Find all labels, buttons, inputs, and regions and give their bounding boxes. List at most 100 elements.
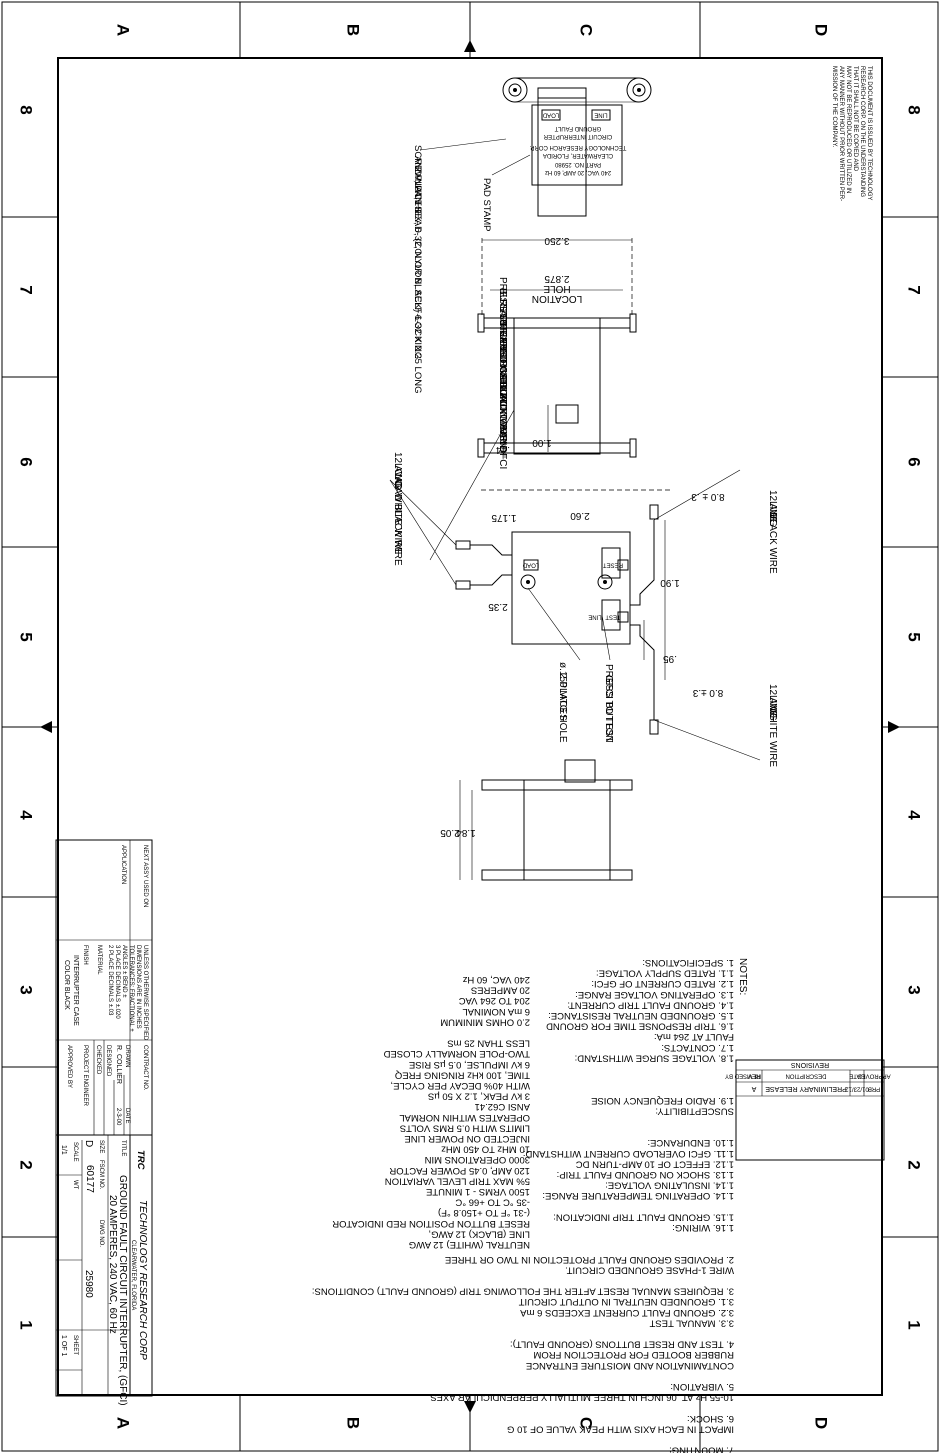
drawn-date: 2-3-00: [115, 1108, 121, 1126]
note-line: 1.2. RATED CURRENT OF GFCI:: [591, 978, 734, 989]
line-white-wire: [630, 624, 655, 720]
reset-button[interactable]: [601, 547, 621, 579]
mtg-hole-note: ø.150 MTG HOLE: [557, 662, 568, 743]
note-value: LESS THAN 25 mS: [447, 1038, 530, 1049]
test-note-line: PRESS TO TEST: [603, 664, 614, 742]
note-value: 6 kV IMPULSE, 0.5 µS RISE: [409, 1059, 530, 1070]
note-value: -35 °C TO +66 °C: [455, 1197, 530, 1208]
line-white-label: WHITE WIRE: [767, 706, 778, 767]
reset-button-side: [555, 404, 579, 424]
note-line: 6. SHOCK:: [687, 1413, 734, 1424]
front-view-body: [511, 531, 631, 645]
mtg-hole-note: 2 PLACES: [557, 673, 568, 721]
note-line: 1.5. GROUNDED NEUTRAL RESISTANCE:: [548, 1010, 734, 1021]
note-line: 3.2. GROUND FAULT CURRENT EXCEEDS 6 mA: [520, 1307, 734, 1318]
test-note-line: GFCI BUTTON: [603, 675, 614, 743]
note-value: 3 kV PEAK, 1.2 X 50 µS: [428, 1091, 530, 1102]
dim-hole-label: HOLE: [543, 283, 571, 294]
drawn-by: R. COLLIER: [115, 1045, 122, 1084]
zone-col-1-top: 1: [905, 1320, 924, 1329]
zone-row-b-left: B: [344, 24, 363, 36]
reset-note-line: TRIP INDICATION: [497, 321, 508, 403]
revisions-header: REVISED BY: [725, 1072, 761, 1078]
checked-label: CHECKED: [95, 1045, 101, 1075]
note-value: 3000 OPERATIONS MIN: [424, 1154, 530, 1165]
front-test-tag: TEST: [605, 613, 621, 619]
dim-3250: 3.250: [544, 235, 569, 246]
side-view: 3.250 2.875 HOLE LOCATION 1.00 .44 PRESS…: [429, 235, 637, 561]
dim-184: 1.84: [456, 827, 476, 838]
front-line-tag: LINE: [588, 613, 601, 619]
finish-line: COLOR BLACK: [63, 960, 70, 1010]
note-value: TIME, 100 kHz RINGING FREQ: [395, 1069, 530, 1080]
load-wire-label: LOAD WHITE WIRE: [392, 463, 403, 554]
top-view: LINE LOAD GROUND FAULT CIRCUIT INTERRUPT…: [412, 77, 652, 393]
note-value: 10 MHz TO 450 MHz: [441, 1144, 530, 1155]
note-line: 3. REQUIRES MANUAL RESET AFTER THE FOLLO…: [312, 1286, 734, 1297]
line-black-wire: [630, 520, 655, 606]
zone-row-a-left: A: [114, 24, 133, 36]
zone-col-7-bottom: 7: [17, 285, 36, 294]
drawn-label: DRAWN: [124, 1045, 130, 1067]
disclaimer-line: THAT IT SHALL NOT BE COPIED AND: [852, 66, 858, 172]
end-view-body: [523, 779, 611, 881]
note-line: 1.9. RADIO FREQUENCY NOISE: [591, 1095, 734, 1106]
company-logo: TRC: [135, 1150, 146, 1170]
note-line: 1. SPECIFICATIONS:: [642, 957, 734, 968]
fscm-label: FSCM NO.: [98, 1160, 104, 1190]
disclaimer-block: THIS DOCUMENT IS ISSUED BY TECHNOLOGY RE…: [831, 66, 872, 201]
reset-note-line: BUTTON COLOR IS BLACK WHEN: [497, 288, 508, 448]
note-line: 1.3. OPERATING VOLTAGE RANGE:: [575, 989, 734, 1000]
dim-190: 1.90: [660, 577, 680, 588]
company-name: TECHNOLOGY RESEARCH CORP: [137, 1200, 148, 1360]
fscm-value: 60177: [84, 1165, 95, 1193]
note-line: 3.3. MANUAL TEST: [649, 1317, 734, 1328]
note-value: 20 AMPERES: [471, 985, 530, 996]
line-black-label: 12 AWG: [767, 490, 778, 527]
note-value: 1500 VRMS - 1 MINUTE: [426, 1186, 530, 1197]
label-plate: [531, 104, 623, 186]
end-view: 2.05 1.84: [440, 759, 633, 881]
note-value: 120 AMP, 0.45 POWER FACTOR: [389, 1165, 530, 1176]
dim-235: 2.35: [488, 601, 508, 612]
line-white-label: LINE: [767, 695, 778, 718]
note-line: 7. MOUNTING:: [669, 1445, 734, 1453]
dim-095: .95: [663, 653, 677, 664]
line-white-label: 12 AWG: [767, 684, 778, 721]
note-value: 6 mA NOMINAL: [462, 1006, 530, 1017]
revision-letter: A: [751, 1085, 756, 1092]
dim-1175: 1.175: [491, 512, 516, 523]
title-block: TRC TECHNOLOGY RESEARCH CORP CLEARWATER,…: [55, 839, 153, 1406]
reset-note-line: RESET - RED INDICATING BAND: [497, 299, 508, 453]
top-load-tag: LOAD: [542, 111, 559, 117]
notes-block: NOTES: 1. SPECIFICATIONS:1.1. RATED SUPP…: [312, 957, 748, 1453]
revisions-header: DATE: [849, 1072, 865, 1078]
note-line: 2. PROVIDES GROUND FAULT PROTECTION IN T…: [445, 1254, 734, 1265]
zone-row-b-right: B: [344, 1417, 363, 1429]
note-line: FAULT AT 264 mA:: [654, 1031, 734, 1042]
note-line: 1.6. TRIP RESPONSE TIME FOR GROUND: [546, 1021, 734, 1032]
note-line: 1.4. GROUND FAULT TRIP CURRENT:: [567, 999, 734, 1010]
label-plate-line: CLEARWATER, FLORIDA: [543, 152, 613, 158]
load-white-wire: [470, 544, 512, 556]
note-line: RUBBER BOOTED FOR PROTECTION FROM: [533, 1349, 734, 1360]
revisions-table: REVISIONS APPROVED DATE DESCRIPTION REV …: [725, 1059, 891, 1161]
side-view-body: [513, 317, 601, 455]
load-black-wire: [470, 574, 512, 586]
scale-value: 1/1: [60, 1145, 67, 1155]
sheet-label: SHEET: [72, 1335, 78, 1355]
note-value: NEUTRAL (WHITE) 12 AWG: [409, 1239, 530, 1250]
dim-wire-line-length: 8.0 ± .3: [691, 491, 725, 502]
revisions-title: REVISIONS: [791, 1061, 829, 1068]
zone-col-8-bottom: 8: [17, 105, 36, 114]
note-line: 1.14. OPERATING TEMPERATURE RANGE:: [542, 1190, 734, 1201]
engineer-label: PROJECT ENGINEER: [82, 1045, 88, 1107]
note-line: 1.15. GROUND FAULT TRIP INDICATION:: [553, 1211, 734, 1222]
zone-col-3-top: 3: [905, 985, 924, 994]
scale-label: SCALE: [72, 1142, 78, 1162]
zone-col-4-top: 4: [905, 810, 924, 820]
dim-2875: 2.875: [544, 273, 569, 284]
note-line: 1.11. GFCI OVERLOAD CURRENT WITHSTAND:: [523, 1148, 734, 1159]
note-value: LINE (BLACK) 12 AWG,: [428, 1228, 530, 1239]
